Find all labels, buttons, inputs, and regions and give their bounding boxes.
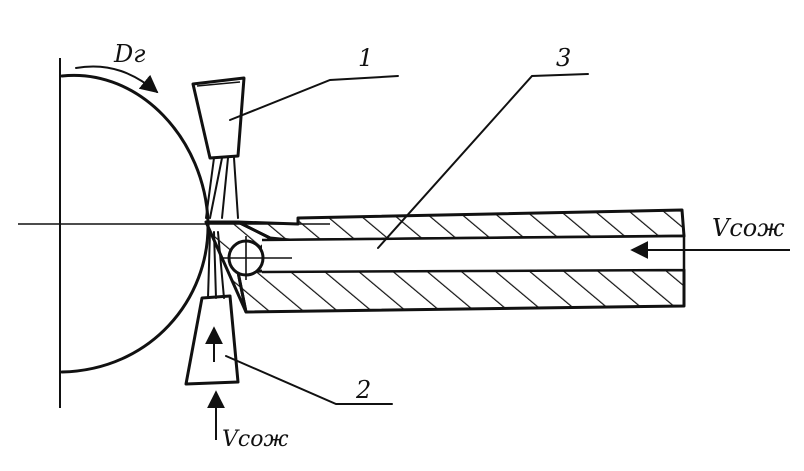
cutter-body: 3 [204,44,688,314]
leader-line-1 [229,75,399,121]
label-nozzle-2: 2 [355,376,371,404]
lower-nozzle: 2 Vсож [184,231,393,452]
label-coolant-right: Vсож [712,214,785,242]
roll-rotation-label: Dг [113,40,145,68]
upper-nozzle: 1 [191,44,399,219]
label-nozzle-1: 1 [358,44,373,72]
cutter-lower-wall [236,268,686,314]
coolant-channel [261,234,686,274]
leader-line-3 [377,73,589,249]
lower-nozzle-body [184,294,240,386]
upper-coolant-jets [205,157,239,219]
leader-line-2 [225,355,393,405]
label-coolant-bottom: Vсож [222,427,288,452]
rotation-arrow [75,65,159,94]
upper-nozzle-body [191,76,246,160]
right-coolant-inlet: Vсож [684,214,790,251]
cutter-upper-wall [236,208,686,242]
label-cutter-3: 3 [556,44,571,72]
